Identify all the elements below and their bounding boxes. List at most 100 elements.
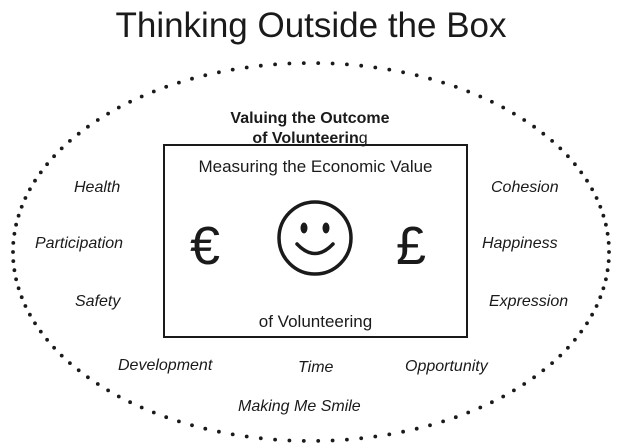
ellipse-dot bbox=[244, 434, 249, 439]
ellipse-dot bbox=[501, 394, 506, 399]
ellipse-dot bbox=[490, 99, 494, 104]
ellipse-dot bbox=[541, 131, 546, 136]
ellipse-dot bbox=[128, 400, 133, 405]
ellipse-dot bbox=[585, 178, 589, 183]
ellipse-dot bbox=[139, 94, 144, 99]
ellipse-dot bbox=[68, 139, 72, 143]
ellipse-dot bbox=[522, 118, 527, 122]
ellipse-dot bbox=[532, 124, 536, 129]
ellipse-dot bbox=[177, 419, 181, 424]
ellipse-dot bbox=[566, 345, 570, 350]
ellipse-dot bbox=[604, 222, 608, 227]
ellipse-dot bbox=[594, 304, 599, 308]
ellipse-dot bbox=[116, 394, 121, 399]
ellipse-dot bbox=[345, 62, 349, 67]
ellipse-dot bbox=[345, 437, 349, 442]
word-health: Health bbox=[74, 179, 121, 196]
ellipse-dot bbox=[441, 80, 445, 85]
ellipse-dot bbox=[598, 295, 603, 300]
ellipse-dot bbox=[28, 312, 32, 317]
ellipse-dot bbox=[128, 99, 133, 104]
ellipse-dot bbox=[14, 222, 18, 227]
ellipse-dot bbox=[316, 61, 321, 65]
ellipse-dot bbox=[95, 382, 100, 386]
word-expression: Expression bbox=[489, 293, 569, 310]
ellipse-dot bbox=[86, 375, 90, 380]
ellipse-dot bbox=[478, 405, 483, 410]
ellipse-dot bbox=[12, 231, 17, 236]
ellipse-dot bbox=[330, 438, 335, 443]
ellipse-dot bbox=[601, 213, 606, 218]
ellipse-dot bbox=[373, 65, 378, 70]
ellipse-dot bbox=[598, 204, 603, 209]
ellipse-dot bbox=[203, 73, 208, 78]
ellipse-dot bbox=[38, 170, 43, 175]
ellipse-dot bbox=[33, 321, 37, 326]
ellipse-dot bbox=[95, 118, 100, 122]
word-making-me-smile: Making Me Smile bbox=[238, 398, 361, 415]
ellipse-dot bbox=[301, 439, 306, 443]
ellipse-dot bbox=[414, 426, 419, 431]
pound-symbol: £ bbox=[396, 216, 427, 276]
ellipse-dot bbox=[217, 70, 221, 75]
ellipse-dot bbox=[401, 70, 405, 75]
outcome-heading-text: Valuing the Outcome of Volunteerin bbox=[230, 110, 390, 147]
word-time: Time bbox=[298, 359, 334, 376]
ellipse-dot bbox=[106, 388, 110, 393]
euro-symbol: € bbox=[190, 216, 221, 276]
word-participation: Participation bbox=[35, 235, 124, 252]
ellipse-dot bbox=[23, 304, 28, 308]
ellipse-dot bbox=[590, 187, 594, 192]
box-bottom-label: of Volunteering bbox=[258, 312, 373, 331]
ellipse-dot bbox=[273, 62, 277, 67]
word-safety: Safety bbox=[75, 293, 121, 310]
ellipse-dot bbox=[579, 170, 584, 175]
ellipse-dot bbox=[512, 388, 516, 393]
ellipse-dot bbox=[373, 434, 378, 439]
ellipse-dot bbox=[45, 337, 49, 342]
ellipse-dot bbox=[151, 89, 156, 94]
ellipse-dot bbox=[16, 286, 21, 291]
ellipse-dot bbox=[490, 400, 494, 405]
ellipse-dot bbox=[258, 436, 263, 441]
ellipse-dot bbox=[230, 67, 235, 72]
ellipse-dot bbox=[606, 259, 611, 263]
ellipse-dot bbox=[28, 187, 32, 192]
diagram-title: Thinking Outside the Box bbox=[115, 6, 507, 45]
ellipse-dot bbox=[607, 250, 611, 254]
ellipse-dot bbox=[11, 241, 16, 245]
ellipse-dot bbox=[45, 162, 49, 167]
ellipse-dot bbox=[604, 277, 608, 282]
ellipse-dot bbox=[573, 337, 577, 342]
ellipse-dot bbox=[316, 439, 321, 443]
ellipse-dot bbox=[116, 105, 121, 110]
ellipse-dot bbox=[230, 432, 235, 437]
ellipse-dot bbox=[387, 432, 392, 437]
ellipse-dot bbox=[512, 111, 516, 116]
ellipse-dot bbox=[139, 405, 144, 410]
box-top-label: Measuring the Economic Value bbox=[198, 157, 433, 176]
ellipse-dot bbox=[244, 65, 249, 70]
ellipse-dot bbox=[532, 375, 536, 380]
ellipse-dot bbox=[11, 259, 16, 263]
ellipse-dot bbox=[23, 196, 28, 200]
ellipse-dot bbox=[579, 329, 584, 334]
ellipse-dot bbox=[601, 286, 606, 291]
ellipse-dot bbox=[605, 268, 610, 273]
ellipse-dot bbox=[59, 146, 64, 151]
ellipse-dot bbox=[106, 111, 110, 116]
ellipse-dot bbox=[359, 63, 364, 68]
word-cohesion: Cohesion bbox=[491, 179, 559, 196]
ellipse-dot bbox=[594, 196, 599, 200]
outcome-heading: Valuing the Outcome of Volunteering bbox=[160, 89, 460, 149]
ellipse-dot bbox=[522, 382, 527, 386]
ellipse-dot bbox=[387, 67, 392, 72]
ellipse-dot bbox=[585, 321, 589, 326]
ellipse-dot bbox=[76, 131, 81, 136]
ellipse-dot bbox=[401, 429, 405, 434]
ellipse-dot bbox=[76, 368, 81, 373]
ellipse-dot bbox=[177, 80, 181, 85]
word-development: Development bbox=[118, 357, 213, 374]
ellipse-dot bbox=[590, 312, 594, 317]
